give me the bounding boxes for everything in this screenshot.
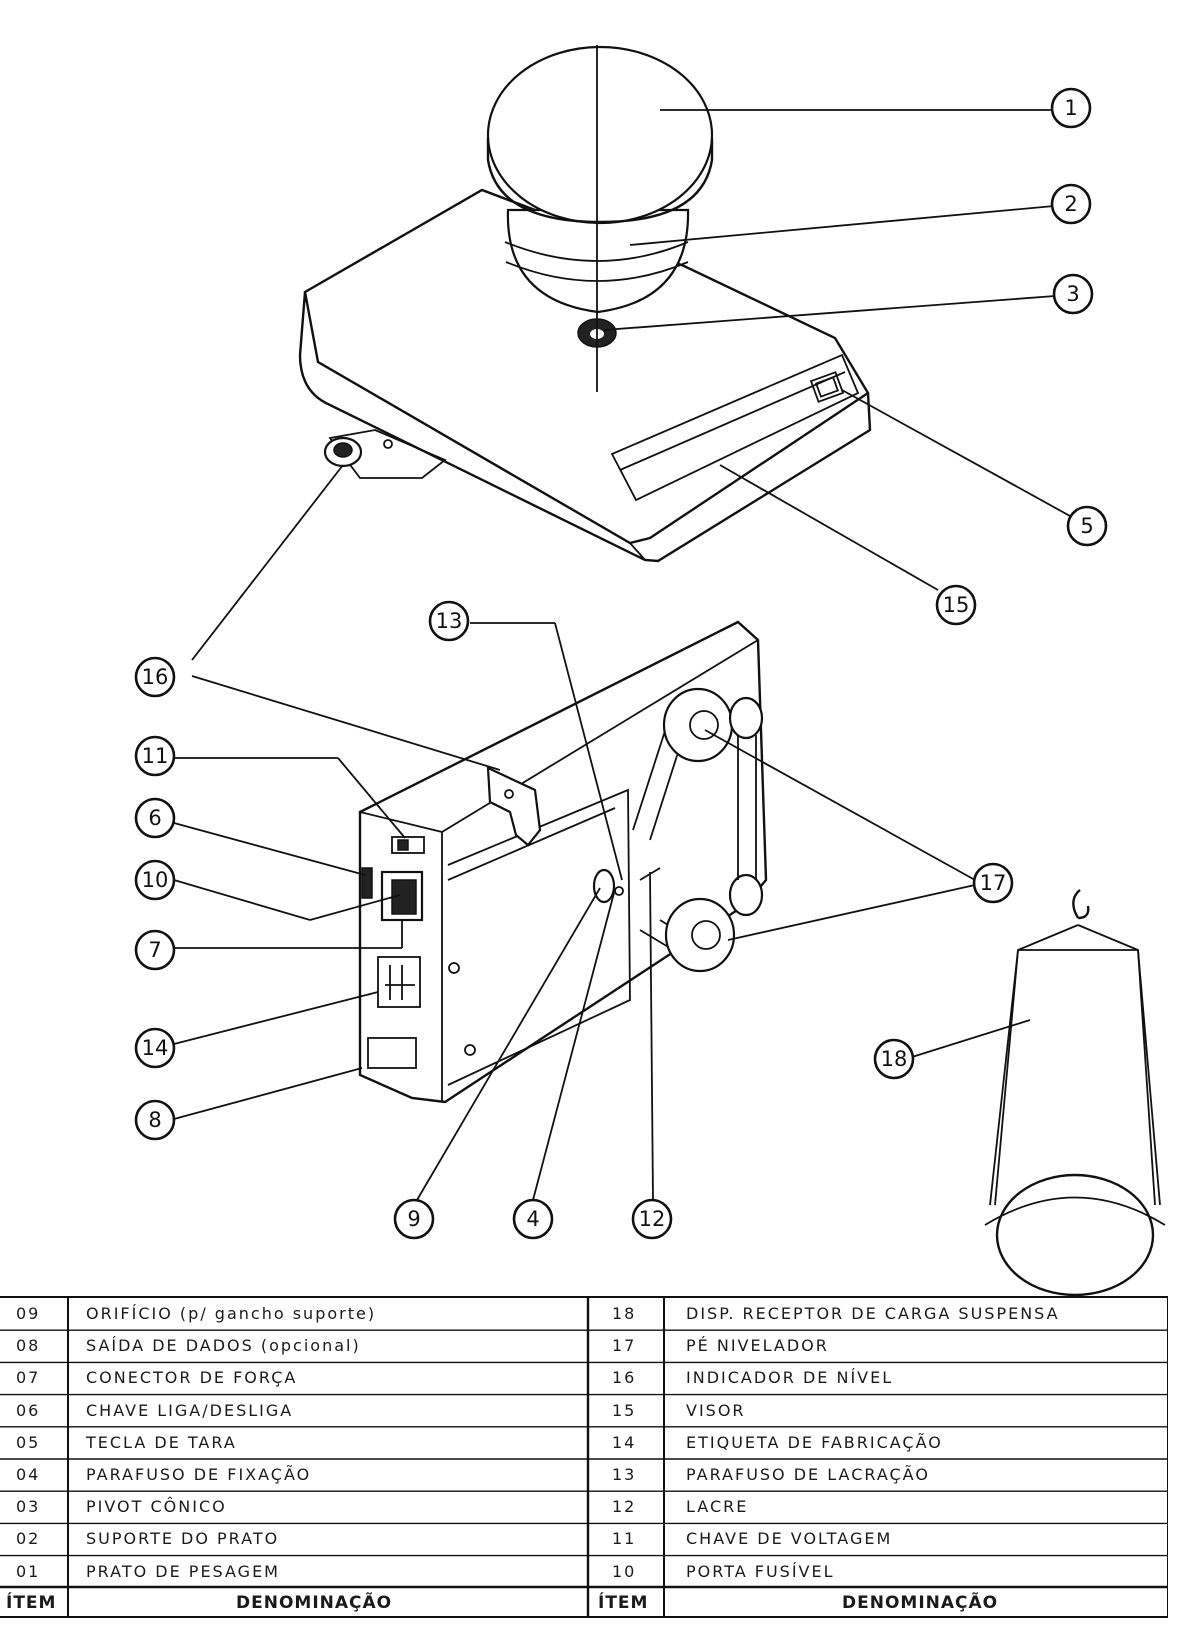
svg-text:12: 12 [639,1207,666,1231]
item-name-right: ETIQUETA DE FABRICAÇÃO [686,1432,943,1452]
item-name-right: VISOR [686,1400,746,1420]
item-number-right: 18 [612,1304,637,1323]
item-name-left: PARAFUSO DE FIXAÇÃO [86,1465,312,1484]
callout-17: 17 [972,862,1014,904]
item-number-left: 01 [16,1561,41,1581]
item-name-right: INDICADOR DE NÍVEL [686,1368,894,1388]
item-name-right: PÉ NIVELADOR [686,1336,829,1356]
svg-text:10: 10 [142,868,169,892]
callout-10: 10 [134,859,176,901]
callout-14: 14 [134,1027,176,1069]
header-name-right: DENOMINAÇÃO [842,1592,999,1613]
item-number-left: 06 [16,1400,41,1420]
svg-text:8: 8 [148,1108,161,1132]
svg-text:7: 7 [148,938,161,962]
svg-text:3: 3 [1066,282,1079,306]
item-name-left: CHAVE LIGA/DESLIGA [86,1400,294,1420]
svg-text:16: 16 [142,665,169,689]
callout-9: 9 [393,1198,435,1240]
callout-7: 7 [134,929,176,971]
item-name-left: CONECTOR DE FORÇA [86,1368,298,1388]
table-grid [0,1296,1168,1618]
callout-13: 13 [428,600,470,642]
svg-text:18: 18 [881,1047,908,1071]
item-name-left: SAÍDA DE DADOS (opcional) [86,1336,361,1356]
leveling-feet [662,687,764,973]
table-row: 03 PIVOT CÔNICO 12 LACRE [0,1491,1168,1522]
item-name-right: DISP. RECEPTOR DE CARGA SUSPENSA [686,1304,1060,1323]
item-number-left: 02 [16,1529,41,1549]
item-number-left: 03 [16,1497,41,1517]
header-name-left: DENOMINAÇÃO [236,1592,393,1613]
leader-lines [173,109,1071,1201]
item-number-left: 09 [16,1304,41,1323]
item-number-right: 17 [612,1336,637,1356]
item-number-right: 16 [612,1368,637,1388]
callout-8: 8 [134,1099,176,1141]
header-item-left: ÍTEM [6,1592,57,1613]
callout-12: 12 [631,1198,673,1240]
item-number-left: 07 [16,1368,41,1388]
svg-text:15: 15 [943,593,970,617]
item-number-right: 13 [612,1465,637,1484]
svg-text:17: 17 [980,871,1007,895]
callout-11: 11 [134,735,176,777]
table-row: 02 SUPORTE DO PRATO 11 CHAVE DE VOLTAGEM [0,1523,1168,1554]
item-name-left: SUPORTE DO PRATO [86,1529,280,1549]
table-row: 06 CHAVE LIGA/DESLIGA 15 VISOR [0,1395,1168,1426]
chassis [358,620,768,1104]
svg-text:9: 9 [407,1207,420,1231]
callout-3: 3 [1052,273,1094,315]
svg-text:6: 6 [148,806,161,830]
item-name-left: PRATO DE PESAGEM [86,1561,280,1581]
callout-5: 5 [1066,505,1108,547]
callout-2: 2 [1050,183,1092,225]
item-name-left: TECLA DE TARA [86,1432,237,1452]
svg-text:2: 2 [1064,192,1077,216]
item-number-right: 10 [612,1561,637,1581]
weighing-plate [486,45,714,225]
item-name-left: PIVOT CÔNICO [86,1497,227,1517]
item-name-right: CHAVE DE VOLTAGEM [686,1529,893,1549]
item-name-left: ORIFÍCIO (p/ gancho suporte) [86,1304,377,1323]
callout-16: 16 [134,656,176,698]
item-number-right: 15 [612,1400,637,1420]
parts-table: 09 ORIFÍCIO (p/ gancho suporte) 18 DISP. RE… [0,1296,1168,1618]
callout-4: 4 [512,1198,554,1240]
header-item-right: ÍTEM [598,1592,649,1613]
item-number-left: 08 [16,1336,41,1356]
svg-text:4: 4 [526,1207,539,1231]
callout-6: 6 [134,797,176,839]
svg-text:13: 13 [436,609,463,633]
table-row: 05 TECLA DE TARA 14 ETIQUETA DE FABRICAÇÃO [0,1427,1168,1458]
item-number-right: 12 [612,1497,637,1517]
svg-text:14: 14 [142,1036,169,1060]
callout-15: 15 [935,584,977,626]
hanging-load-receiver [984,889,1166,1297]
item-number-right: 14 [612,1432,637,1452]
table-header: ÍTEM DENOMINAÇÃO ÍTEM DENOMINAÇÃO [0,1587,1168,1618]
svg-text:1: 1 [1064,96,1077,120]
item-number-left: 04 [16,1465,41,1484]
item-number-left: 05 [16,1432,41,1452]
item-number-right: 11 [612,1529,637,1549]
svg-text:11: 11 [142,744,169,768]
table-row: 08 SAÍDA DE DADOS (opcional) 17 PÉ NIVELADO… [0,1330,1168,1361]
callout-1: 1 [1050,87,1092,129]
item-name-right: LACRE [686,1497,749,1517]
svg-text:5: 5 [1080,514,1093,538]
table-row: 09 ORIFÍCIO (p/ gancho suporte) 18 DISP. RE… [0,1298,1168,1329]
table-row: 04 PARAFUSO DE FIXAÇÃO 13 PARAFUSO DE LACRA… [0,1459,1168,1490]
table-row: 07 CONECTOR DE FORÇA 16 INDICADOR DE NÍVEL [0,1362,1168,1393]
callout-18: 18 [873,1038,915,1080]
item-name-right: PARAFUSO DE LACRAÇÃO [686,1465,930,1484]
item-name-right: PORTA FUSÍVEL [686,1561,835,1581]
table-row: 01 PRATO DE PESAGEM 10 PORTA FUSÍVEL [0,1556,1168,1587]
